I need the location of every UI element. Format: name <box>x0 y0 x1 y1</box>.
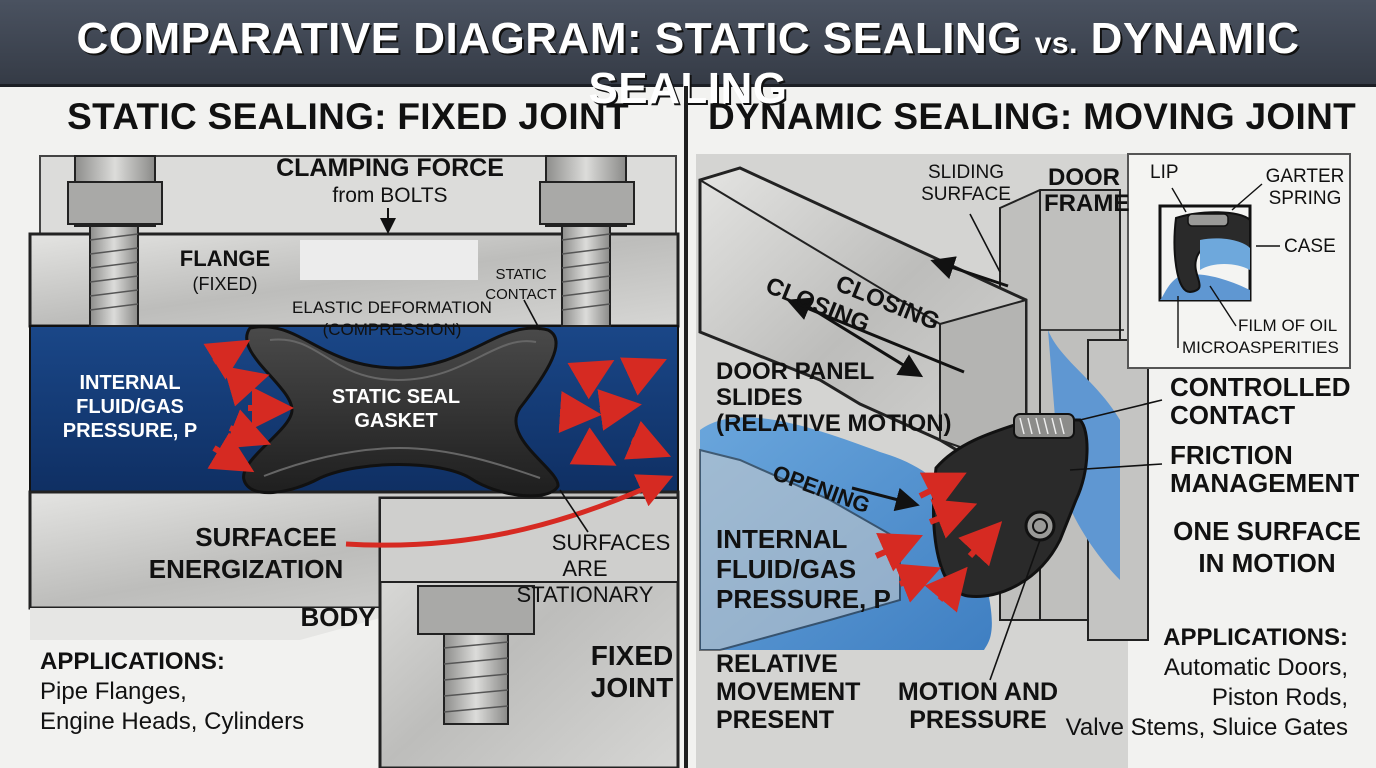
elastic-deformation-label: ELASTIC DEFORMATION <box>292 298 492 317</box>
gasket-label-2: GASKET <box>354 410 438 432</box>
friction-label-1: FRICTION <box>1170 440 1293 470</box>
static-pressure-label-1: INTERNAL <box>79 372 181 394</box>
inset-micro-label: MICROASPERITIES <box>1182 338 1339 357</box>
from-bolts-label: from BOLTS <box>332 184 448 207</box>
door-frame-label-1: DOOR <box>1048 164 1120 191</box>
static-contact-label-2: CONTACT <box>485 286 557 303</box>
static-heading: STATIC SEALING: FIXED JOINT <box>67 96 629 137</box>
relative-movement-label-3: PRESENT <box>716 706 835 734</box>
static-pressure-label-2: FLUID/GAS <box>76 396 184 418</box>
dynamic-pressure-label-1: INTERNAL <box>716 524 848 554</box>
title-left: COMPARATIVE DIAGRAM: STATIC SEALING <box>76 14 1035 63</box>
dynamic-heading: DYNAMIC SEALING: MOVING JOINT <box>708 96 1356 137</box>
relative-movement-label-2: MOVEMENT <box>716 678 861 706</box>
flange-label: FLANGE <box>179 246 271 271</box>
dynamic-pressure-label-2: FLUID/GAS <box>716 554 857 584</box>
body-label: BODY <box>300 602 376 632</box>
flange-fixed-label: (FIXED) <box>192 274 258 294</box>
dynamic-application-1: Automatic Doors, <box>1163 654 1348 681</box>
inset-film-label: FILM OF OIL <box>1238 316 1338 335</box>
surface-energization-label-1: SURFACEE <box>195 522 337 552</box>
one-surface-label-1: ONE SURFACE <box>1173 516 1361 546</box>
controlled-contact-label-1: CONTROLLED <box>1170 372 1351 402</box>
panel-divider <box>684 86 688 768</box>
door-panel-label-1: DOOR PANEL <box>716 358 875 385</box>
relative-movement-label-1: RELATIVE <box>716 650 838 678</box>
dynamic-joint-drawing <box>696 153 1351 768</box>
dynamic-pressure-label-3: PRESSURE, P <box>716 584 891 614</box>
one-surface-label-2: IN MOTION <box>1198 548 1336 578</box>
inset-garter-label-2: SPRING <box>1268 188 1342 209</box>
door-frame-label-2: FRAME <box>1044 190 1130 217</box>
surface-energization-label-2: ENERGIZATION <box>148 554 344 584</box>
motion-pressure-label-2: PRESSURE <box>909 706 1047 734</box>
sliding-surface-label-1: SLIDING <box>927 162 1005 183</box>
gasket-label-1: STATIC SEAL <box>331 386 461 408</box>
inset-garter-label-1: GARTER <box>1265 166 1345 187</box>
controlled-contact-label-2: CONTACT <box>1170 400 1296 430</box>
door-panel-label-2: SLIDES <box>716 384 803 411</box>
sliding-surface-label-2: SURFACE <box>921 184 1011 205</box>
friction-label-2: MANAGEMENT <box>1170 468 1360 498</box>
surfaces-stationary-label-2: ARE STATIONARY <box>516 556 654 607</box>
static-application-2: Engine Heads, Cylinders <box>40 708 305 735</box>
door-panel-label-3: (RELATIVE MOTION) <box>716 410 952 437</box>
static-applications-heading: APPLICATIONS: <box>40 648 225 675</box>
surfaces-stationary-label-1: SURFACES <box>551 530 671 555</box>
dynamic-application-3: Valve Stems, Sluice Gates <box>1065 714 1348 741</box>
inset-lip-label: LIP <box>1150 162 1179 183</box>
clamping-force-label: CLAMPING FORCE <box>276 154 504 182</box>
compression-label: (COMPRESSION) <box>322 320 462 339</box>
static-joint-drawing <box>28 155 680 768</box>
static-contact-label-1: STATIC <box>495 266 547 283</box>
dynamic-applications-heading: APPLICATIONS: <box>1163 624 1348 651</box>
fixed-joint-label-1: FIXED <box>590 640 674 671</box>
static-application-1: Pipe Flanges, <box>40 678 187 705</box>
dynamic-application-2: Piston Rods, <box>1211 684 1348 711</box>
static-pressure-label-3: PRESSURE, P <box>62 420 198 442</box>
inset-case-label: CASE <box>1284 236 1336 257</box>
title-vs: vs. <box>1034 27 1078 60</box>
fixed-joint-label-2: JOINT <box>590 672 674 703</box>
motion-pressure-label-1: MOTION AND <box>897 678 1059 706</box>
